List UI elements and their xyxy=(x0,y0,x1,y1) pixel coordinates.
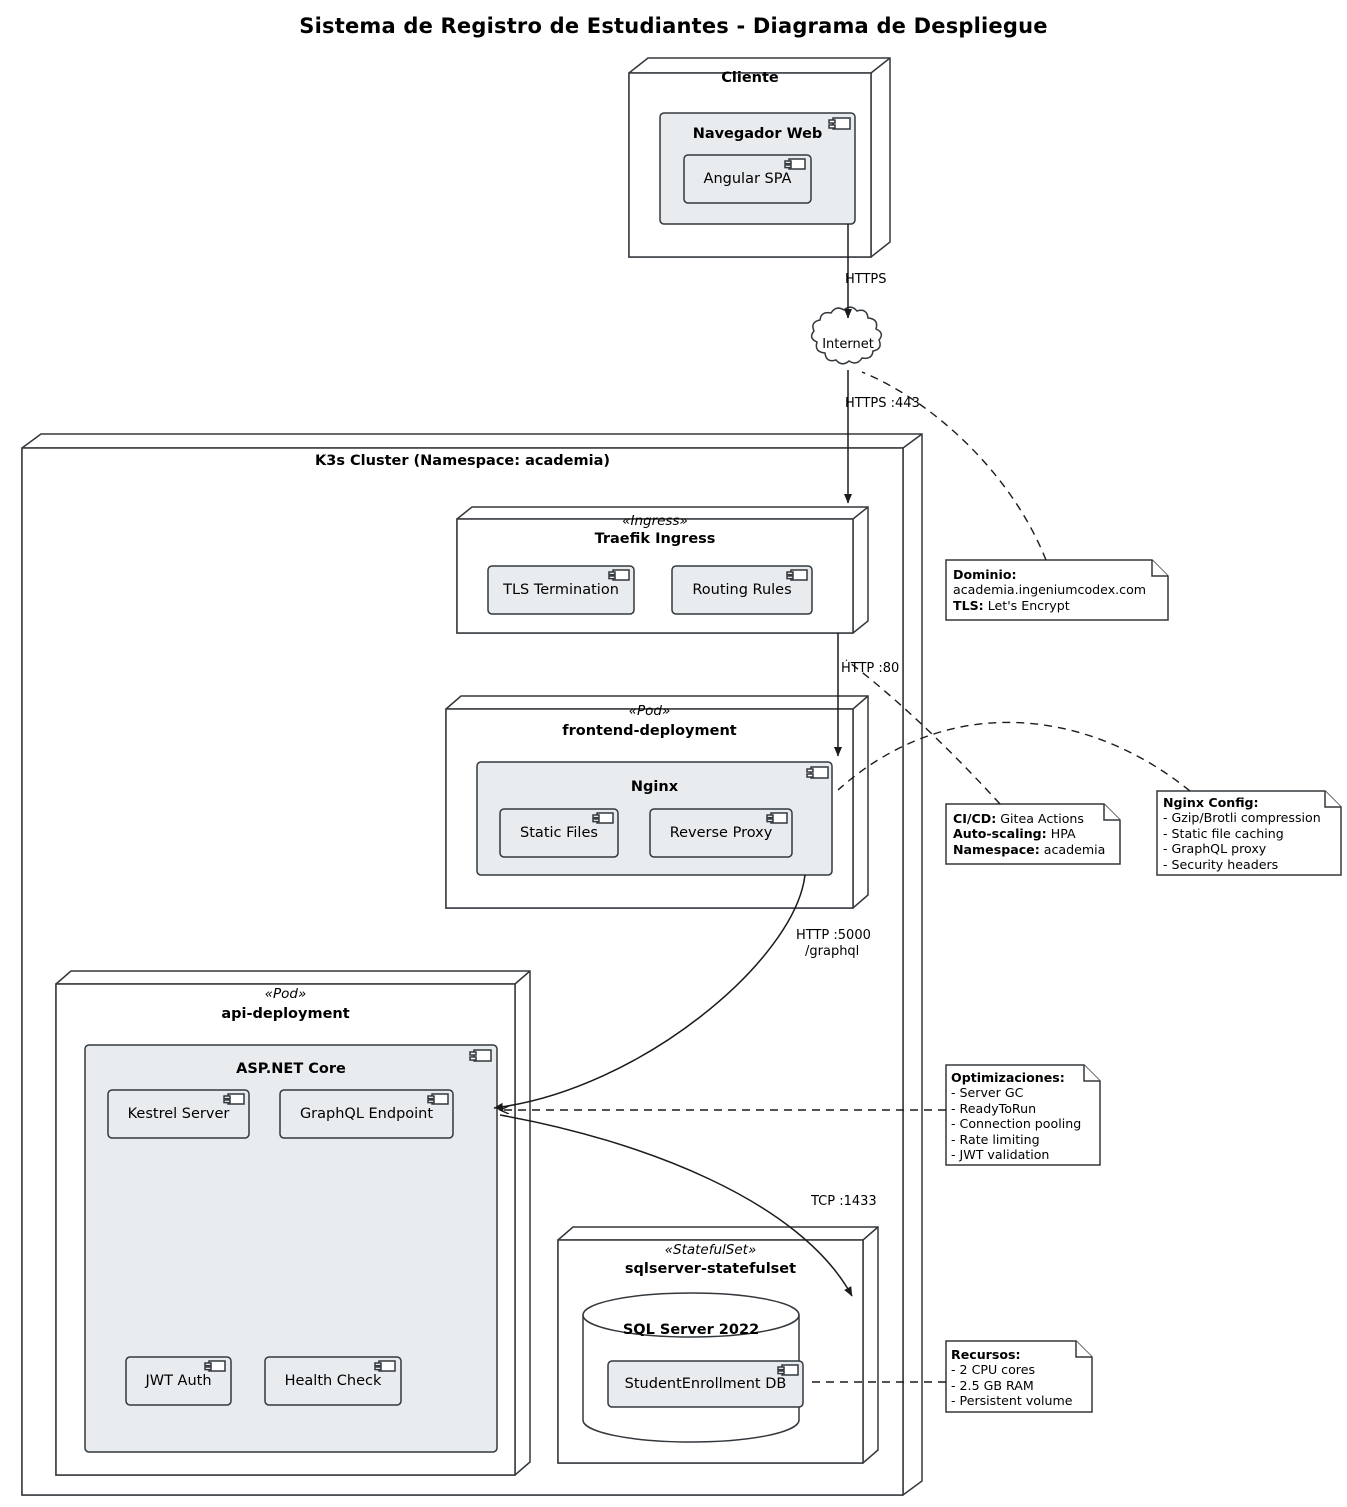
edge-label-https: HTTPS xyxy=(845,272,887,287)
node-title-cliente: Cliente xyxy=(721,70,779,86)
note-nginx-config: Nginx Config:- Gzip/Brotli compression- … xyxy=(1163,795,1338,872)
note-line: Recursos: xyxy=(951,1347,1021,1362)
component-label-graphql-endpoint: GraphQL Endpoint xyxy=(299,1106,434,1122)
edge-label-tcp-1433: TCP :1433 xyxy=(811,1194,877,1209)
note-line: - Connection pooling xyxy=(951,1116,1082,1132)
note-optimizaciones: Optimizaciones:- Server GC- ReadyToRun- … xyxy=(951,1070,1101,1162)
component-aspnet-core xyxy=(84,1044,498,1453)
component-studentenrollment-db xyxy=(607,1360,804,1408)
cloud-internet xyxy=(810,306,883,365)
component-label-tls-termination: TLS Termination xyxy=(503,582,619,598)
component-routing-rules xyxy=(671,565,813,615)
component-label-reverse-proxy: Reverse Proxy xyxy=(669,825,773,841)
component-label-routing-rules: Routing Rules xyxy=(692,582,792,598)
node-stereotype-database: «StatefulSet» xyxy=(664,1242,757,1258)
note-line: - GraphQL proxy xyxy=(1163,841,1267,857)
link-note-dominio xyxy=(861,371,1047,561)
note-line: - ReadyToRun xyxy=(951,1100,1037,1116)
component-label-jwt-auth: JWT Auth xyxy=(145,1373,212,1389)
component-static-files xyxy=(499,808,619,858)
component-health-check xyxy=(264,1356,402,1406)
component-label-studentenrollment-db: StudentEnrollment DB xyxy=(624,1376,787,1392)
component-kestrel-server xyxy=(107,1089,250,1139)
note-line: Nginx Config: xyxy=(1163,795,1259,810)
node-title-api: api-deployment xyxy=(221,1006,350,1022)
node-title-database: sqlserver-statefulset xyxy=(624,1261,797,1277)
component-reverse-proxy xyxy=(649,808,793,858)
note-line: academia.ingeniumcodex.com xyxy=(953,582,1147,598)
cloud-label-internet: Internet xyxy=(822,337,874,352)
edge-label-http-80: HTTP :80 xyxy=(841,661,900,676)
note-cicd-shape xyxy=(945,803,1121,865)
note-line: - Rate limiting xyxy=(951,1131,1040,1147)
edge-label-graphql-path: /graphql xyxy=(805,944,860,959)
note-line: - Gzip/Brotli compression xyxy=(1163,810,1321,826)
note-line: - JWT validation xyxy=(951,1147,1050,1163)
edge-label-http-5000: HTTP :5000 xyxy=(796,928,871,943)
edge-api-db xyxy=(499,1114,853,1297)
component-label-health-check: Health Check xyxy=(284,1373,382,1389)
component-title-navegador-web: Navegador Web xyxy=(692,126,823,142)
note-recursos-shape xyxy=(945,1340,1093,1413)
component-angular-spa xyxy=(683,154,812,204)
node-stereotype-frontend: «Pod» xyxy=(628,703,671,719)
note-optimizaciones-shape xyxy=(945,1064,1101,1166)
component-title-aspnet-core: ASP.NET Core xyxy=(236,1061,346,1077)
node-title-frontend: frontend-deployment xyxy=(562,723,737,739)
diagram-title: Sistema de Registro de Estudiantes - Dia… xyxy=(299,14,1048,38)
component-graphql-endpoint xyxy=(279,1089,454,1139)
note-line: CI/CD: Gitea Actions xyxy=(953,811,1084,826)
component-label-angular-spa: Angular SPA xyxy=(703,171,792,187)
link-note-nginx-config xyxy=(837,721,1191,792)
note-line: - Static file caching xyxy=(1163,825,1284,841)
node-title-k3s-cluster: K3s Cluster (Namespace: academia) xyxy=(315,453,610,469)
node-title-traefik: Traefik Ingress xyxy=(594,531,716,547)
note-line: Namespace: academia xyxy=(953,841,1106,857)
note-recursos: Recursos:- 2 CPU cores- 2.5 GB RAM- Pers… xyxy=(951,1347,1096,1409)
note-line: - 2.5 GB RAM xyxy=(951,1377,1034,1393)
note-line: Dominio: xyxy=(953,567,1017,582)
note-dominio-shape xyxy=(945,559,1169,621)
edge-nginx-api xyxy=(493,874,806,1111)
component-jwt-auth xyxy=(125,1356,232,1406)
note-line: - Server GC xyxy=(951,1085,1024,1101)
node-stereotype-traefik: «Ingress» xyxy=(622,513,688,529)
note-line: - Security headers xyxy=(1163,856,1279,872)
component-label-kestrel-server: Kestrel Server xyxy=(127,1106,230,1122)
node-stereotype-api: «Pod» xyxy=(264,986,307,1002)
note-line: Optimizaciones: xyxy=(951,1070,1065,1085)
note-line: TLS: Let's Encrypt xyxy=(953,597,1070,613)
note-line: - 2 CPU cores xyxy=(951,1362,1036,1378)
container-title-sql-server: SQL Server 2022 xyxy=(622,1322,760,1338)
component-title-nginx: Nginx xyxy=(630,779,679,795)
link-note-cicd xyxy=(845,659,1001,805)
note-line: Auto-scaling: HPA xyxy=(953,826,1076,842)
component-label-static-files: Static Files xyxy=(520,825,598,841)
note-line: - Persistent volume xyxy=(951,1393,1073,1409)
edge-label-https-443: HTTPS :443 xyxy=(845,396,920,411)
note-nginx-config-shape xyxy=(1156,790,1342,876)
component-tls-termination xyxy=(487,565,635,615)
